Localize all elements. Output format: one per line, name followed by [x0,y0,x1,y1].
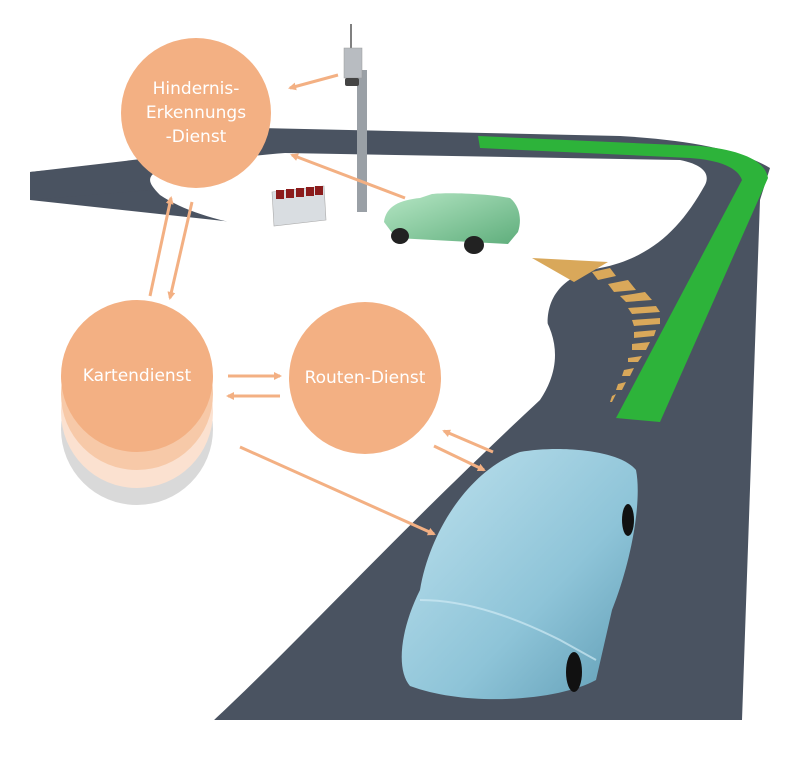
route-service-label: Routen-Dienst [304,368,426,388]
arrows [148,73,494,536]
yellow-turn-arrow [532,258,660,402]
road-barrier [271,185,327,227]
arrow-camera-to-obstacle [288,73,339,91]
arrow-map-to-bluecar [239,445,436,536]
obstacle-detection-service-node[interactable]: Hindernis- Erkennungs -Dienst [121,38,271,188]
arrow-bluecar-to-route [442,429,494,454]
arrow-greencar-to-obstacle [290,153,406,200]
green-car [384,193,520,254]
green-route-line [478,136,768,422]
blue-car [401,449,638,700]
camera-pole [343,24,367,212]
map-service-node[interactable]: Kartendienst [61,300,213,452]
obstacle-detection-service-label: Hindernis- Erkennungs -Dienst [145,79,247,147]
arrow-map-to-obstacle [148,196,174,297]
arrow-obstacle-to-map [167,201,194,300]
camera-icon [345,78,359,86]
arrow-route-to-bluecar [433,444,486,472]
route-service-node[interactable]: Routen-Dienst [289,302,441,454]
map-service-label: Kartendienst [82,366,192,386]
